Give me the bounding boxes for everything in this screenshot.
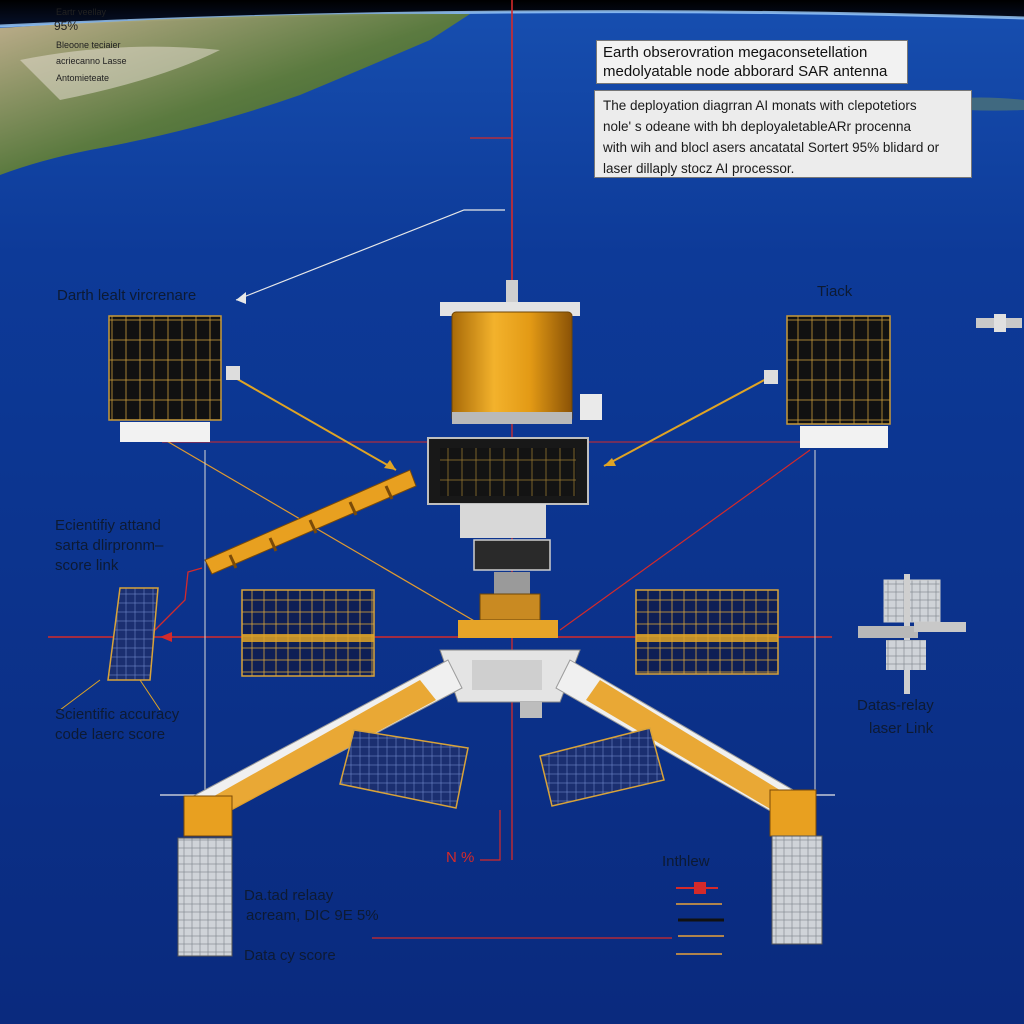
- label-low-left-2: code laerc score: [55, 725, 165, 745]
- label-right-1: Datas-relay: [857, 696, 934, 716]
- legend-item-label: 95%: [54, 20, 78, 32]
- description-line-3: with wih and blocl asers ancatatal Sorte…: [603, 137, 963, 158]
- title-line-2: medolyatable node abborard SAR antenna: [603, 62, 901, 81]
- legend-item-label: Eartr veellay: [56, 6, 106, 18]
- title-line-1: Earth obserovration megaconsetellation: [603, 43, 901, 62]
- label-right-2: laser Link: [869, 719, 933, 739]
- label-bottom-left-1: Da.tad relaay: [244, 886, 333, 906]
- description-line-4: laser dillaply stocz AI processor.: [603, 158, 963, 179]
- legend-item-label: Bleoone teciaier: [56, 39, 121, 51]
- panel-band: [636, 634, 778, 642]
- label-top-right: Tiack: [817, 282, 852, 302]
- solar-panel-mid-left: [242, 590, 374, 676]
- label-mid-left-3: score link: [55, 556, 118, 576]
- legend-item: Antomieteate: [0, 69, 144, 89]
- description-line-2: nole' s odeane with bh deployaletableARr…: [603, 116, 963, 137]
- label-mid-left-2: sarta dlirpronm–: [55, 536, 163, 556]
- panel-band: [242, 634, 374, 642]
- legend-item-label: acriecanno Lasse: [56, 55, 127, 67]
- title-box: Earth obserovration megaconsetellation m…: [596, 40, 908, 84]
- label-low-left-1: Scientific accuracy: [55, 705, 179, 725]
- legend-box: Eartr veellay 95% Bleoone teciaier acrie…: [0, 0, 146, 92]
- label-mid-left-1: Ecientifiy attand: [55, 516, 161, 536]
- legend-item-label: Antomieteate: [56, 72, 109, 84]
- label-bottom-left-3: Data cy score: [244, 946, 336, 966]
- label-center-percent: N %: [446, 848, 474, 868]
- solar-panel-mid-right: [636, 590, 778, 674]
- radiator-left: [178, 838, 232, 956]
- radiator-right: [772, 836, 822, 944]
- label-bottom-left-2: acream, DIC 9E 5%: [246, 906, 379, 926]
- legend-heading: Inthlew: [662, 852, 710, 872]
- description-line-1: The deployation diagrran AI monats with …: [603, 95, 963, 116]
- label-top-left: Darth lealt vircrenare: [57, 286, 196, 306]
- description-box: The deployation diagrran AI monats with …: [594, 90, 972, 178]
